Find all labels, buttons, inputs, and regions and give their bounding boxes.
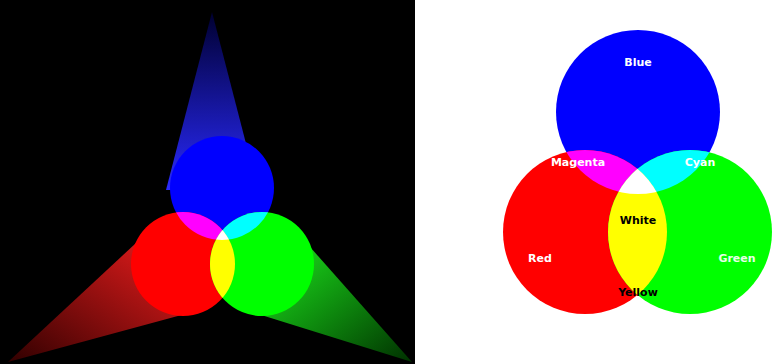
mixed-color-name: Cyan — [685, 157, 716, 168]
color-name: Blue — [624, 57, 651, 68]
mixed-color-name: Magenta — [551, 157, 605, 168]
blue-circle: Blue — [556, 30, 720, 194]
mixed-color-name: Yellow — [618, 287, 658, 298]
mixed-color-name: White — [620, 215, 656, 226]
color-name: Green — [718, 253, 755, 264]
color-name: Red — [528, 253, 552, 264]
